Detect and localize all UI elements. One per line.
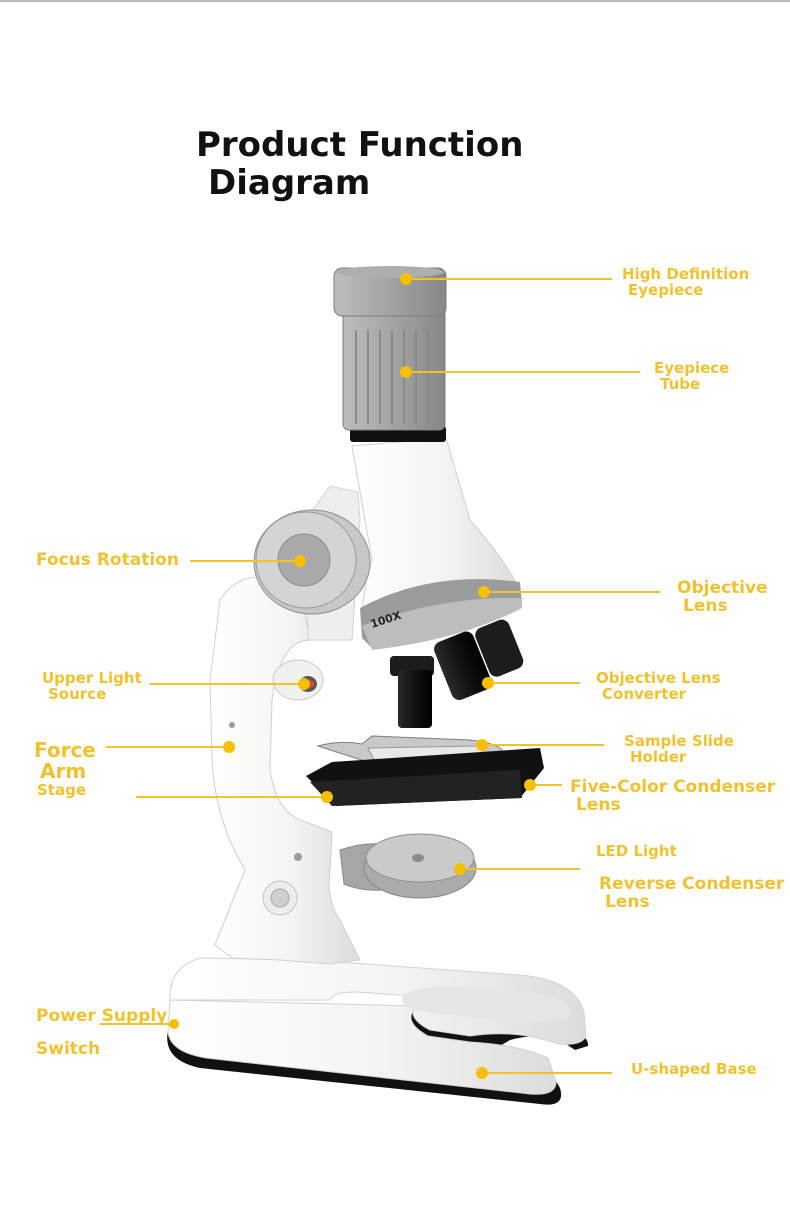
- label-eyepiece-tube: Eyepiece Tube: [654, 359, 730, 393]
- upper-light-source: [272, 659, 324, 701]
- label-u-shaped-base: U-shaped Base: [631, 1060, 757, 1078]
- microscope-head: 100X: [351, 437, 522, 650]
- label-stage: Stage: [37, 781, 87, 799]
- title-line-1: Product Function: [196, 125, 524, 165]
- page-title: Product Function Diagram: [196, 126, 596, 202]
- dot-objective-converter: [482, 677, 494, 689]
- dot-five-color: [524, 779, 536, 791]
- title-line-2: Diagram: [208, 163, 371, 203]
- label-focus-rotation: Focus Rotation: [36, 550, 179, 570]
- dot-focus-rotation: [294, 555, 306, 567]
- dot-power-switch: [169, 1019, 179, 1029]
- dot-eyepiece-tube: [400, 366, 412, 378]
- label-power-supply-switch: Power Supply Switch: [36, 1006, 168, 1059]
- label-reverse-condenser: Reverse Condenser Lens: [599, 876, 785, 912]
- leader-lines: [100, 278, 660, 1074]
- dot-force-arm: [223, 741, 235, 753]
- dot-objective-lens: [478, 586, 490, 598]
- dot-sample-holder: [476, 739, 488, 751]
- leader-dots: [169, 273, 536, 1079]
- dot-u-base: [476, 1067, 488, 1079]
- dot-hd-eyepiece: [400, 273, 412, 285]
- label-five-color-condenser: Five-Color Condenser Lens: [570, 777, 776, 815]
- stage: [306, 748, 544, 806]
- label-led-light: LED Light: [596, 842, 677, 860]
- eyepiece-assembly: [333, 266, 447, 442]
- top-divider: [0, 0, 790, 2]
- dot-upper-light: [298, 678, 310, 690]
- label-upper-light-source: Upper Light Source: [42, 669, 142, 703]
- label-objective-converter: Objective Lens Converter: [596, 669, 721, 703]
- power-switch-knob: [262, 880, 298, 916]
- label-objective-lens: Objective Lens: [677, 578, 768, 616]
- dot-stage: [321, 791, 333, 803]
- label-hd-eyepiece: High Definition Eyepiece: [622, 265, 750, 299]
- u-shaped-base: [167, 957, 589, 1105]
- reverse-condenser: [339, 833, 477, 899]
- dot-led-light: [454, 863, 466, 875]
- objective-lenses: [390, 619, 524, 728]
- focus-knob: [253, 509, 371, 615]
- label-sample-holder: Sample Slide Holder: [624, 732, 734, 766]
- label-force-arm: Force Arm: [34, 738, 96, 783]
